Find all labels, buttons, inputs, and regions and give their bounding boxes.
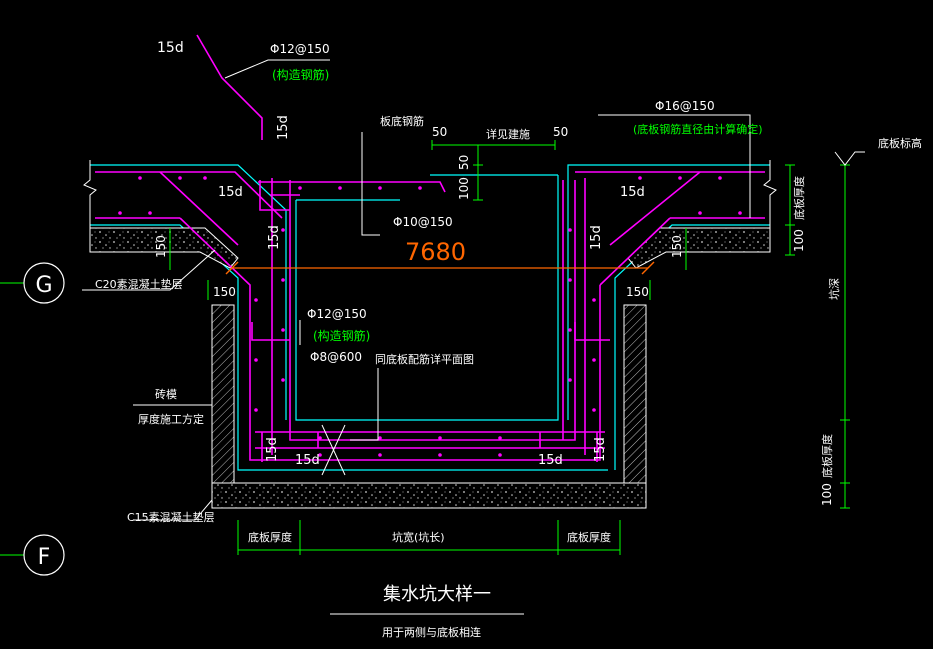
drawing-title: 集水坑大样一 <box>383 584 491 605</box>
label-15d-bottom-left-v: 15d <box>265 437 280 462</box>
elevation-mark <box>834 151 865 166</box>
label-pit-depth: 坑深 <box>827 278 841 300</box>
label-phi12-top-note: (构造钢筋) <box>272 67 329 82</box>
c20-cushion-right <box>627 227 771 269</box>
label-15d-wall-left: 15d <box>267 225 282 250</box>
label-100-vertical: 100 <box>457 177 471 200</box>
label-slab-bottom-rebar: 板底钢筋 <box>380 114 424 128</box>
label-15d-left: 15d <box>218 185 243 200</box>
label-same-as-slab: 同底板配筋详平面图 <box>375 352 474 366</box>
label-detail: 详见建施 <box>486 127 530 141</box>
label-brick-mold: 砖模 <box>155 387 177 401</box>
rebar-dots <box>118 176 742 457</box>
right-slab-top <box>567 164 770 420</box>
label-bottom-dim-left: 底板厚度 <box>248 530 292 544</box>
dimension-7680: 7680 <box>405 238 466 266</box>
label-50-right: 50 <box>553 125 568 139</box>
dimension-lines <box>169 140 850 555</box>
label-bottom-dim-center: 坑宽(坑长) <box>392 530 445 544</box>
label-150-right-a: 150 <box>670 235 684 258</box>
label-phi16-note: (底板钢筋直径由计算确定) <box>633 122 763 136</box>
label-c15-cushion: C15素混凝土垫层 <box>127 510 215 524</box>
label-150-right-b: 150 <box>626 285 649 299</box>
brick-mold-left <box>211 304 235 484</box>
label-150-left-b: 150 <box>213 285 236 299</box>
label-50-left: 50 <box>432 125 447 139</box>
rebar-lines <box>95 34 765 462</box>
drawing-subtitle: 用于两侧与底板相连 <box>382 625 481 639</box>
label-150-left-a: 150 <box>154 235 168 258</box>
label-thickness-by-site: 厚度施工方定 <box>138 412 204 426</box>
label-slab-thickness-right: 底板厚度 <box>792 176 806 220</box>
label-c20-cushion: C20素混凝土垫层 <box>95 277 183 291</box>
axis-label-g: G <box>35 273 52 298</box>
label-15d-wall-right: 15d <box>589 225 604 250</box>
pit-inner <box>295 175 559 421</box>
label-15d-right: 15d <box>620 185 645 200</box>
axis-bubble-f <box>23 534 65 576</box>
break-lines <box>83 160 777 230</box>
concrete-outline <box>90 164 770 471</box>
label-15d-bottom-right-h: 15d <box>538 453 563 468</box>
brick-mold-right <box>623 304 647 484</box>
label-15d-top: 15d <box>157 40 184 56</box>
label-slab-thickness-bottom: 底板厚度 <box>820 434 834 478</box>
left-slab-bottom <box>90 224 608 471</box>
leader-lines <box>82 59 751 521</box>
label-phi12-top: Φ12@150 <box>270 42 330 56</box>
label-50-vertical: 50 <box>457 155 471 170</box>
label-15d-bottom-left-h: 15d <box>295 453 320 468</box>
label-phi8: Φ8@600 <box>310 350 362 364</box>
label-phi12-mid-note: (构造钢筋) <box>313 328 370 343</box>
label-phi12-mid: Φ12@150 <box>307 307 367 321</box>
label-100-bottom: 100 <box>820 483 834 506</box>
label-bottom-dim-right: 底板厚度 <box>567 530 611 544</box>
label-15d-bottom-right-v: 15d <box>593 437 608 462</box>
left-slab-top <box>90 164 287 420</box>
label-phi16: Φ16@150 <box>655 99 715 113</box>
axis-bubble-g <box>23 262 65 304</box>
label-phi10: Φ10@150 <box>393 215 453 229</box>
label-slab-top-elev: 底板标高 <box>878 136 922 150</box>
label-100-right: 100 <box>792 229 806 252</box>
c15-cushion-bottom <box>211 482 647 509</box>
drawing-labels: 15d 15d Φ12@150 (构造钢筋) 板底钢筋 50 详见建施 50 Φ… <box>95 40 922 544</box>
axis-label-f: F <box>38 545 51 570</box>
label-15d-vertical: 15d <box>276 115 291 140</box>
